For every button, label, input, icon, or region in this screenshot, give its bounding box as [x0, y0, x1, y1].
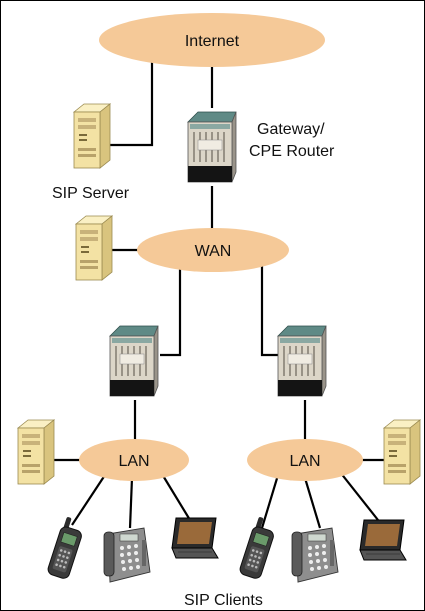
- lan-right-router-icon: [277, 325, 327, 397]
- desk-phone-icon: [291, 527, 339, 583]
- lan-left-label: LAN: [118, 453, 149, 470]
- lan-cloud-right: LAN: [247, 439, 363, 481]
- link-lan-right-desk: [303, 477, 322, 529]
- internet-label: Internet: [185, 33, 240, 50]
- wan-server-icon: [75, 215, 113, 281]
- link-internet-sipserver: [110, 58, 154, 147]
- link-wan-router-right: [260, 262, 280, 357]
- sip-server-icon: [73, 103, 111, 169]
- wan-cloud: WAN: [137, 228, 289, 272]
- wan-label: WAN: [195, 243, 232, 260]
- lan-right-label: LAN: [289, 453, 320, 470]
- lan-cloud-left: LAN: [79, 439, 189, 481]
- gateway-label-line2: CPE Router: [249, 143, 335, 160]
- sip-clients-label: SIP Clients: [184, 592, 263, 609]
- lan-left-router-icon: [109, 325, 159, 397]
- link-lan-right-cell: [260, 474, 280, 529]
- lan-left-server-icon: [17, 419, 55, 485]
- link-lan-left-laptop: [161, 473, 191, 521]
- connection-lines: [54, 58, 384, 529]
- sip-server-label: SIP Server: [52, 185, 130, 202]
- link-lan-left-cell: [71, 474, 106, 526]
- internet-cloud: Internet: [99, 13, 325, 67]
- link-lan-right-laptop: [339, 471, 379, 521]
- laptop-icon: [359, 519, 407, 561]
- desk-phone-icon: [103, 527, 151, 583]
- link-wan-router-left: [160, 262, 182, 357]
- lan-right-server-icon: [383, 419, 421, 485]
- gateway-router-icon: [187, 111, 237, 183]
- laptop-icon: [171, 517, 219, 559]
- link-lan-left-desk: [128, 477, 134, 529]
- gateway-label-line1: Gateway/: [257, 121, 325, 138]
